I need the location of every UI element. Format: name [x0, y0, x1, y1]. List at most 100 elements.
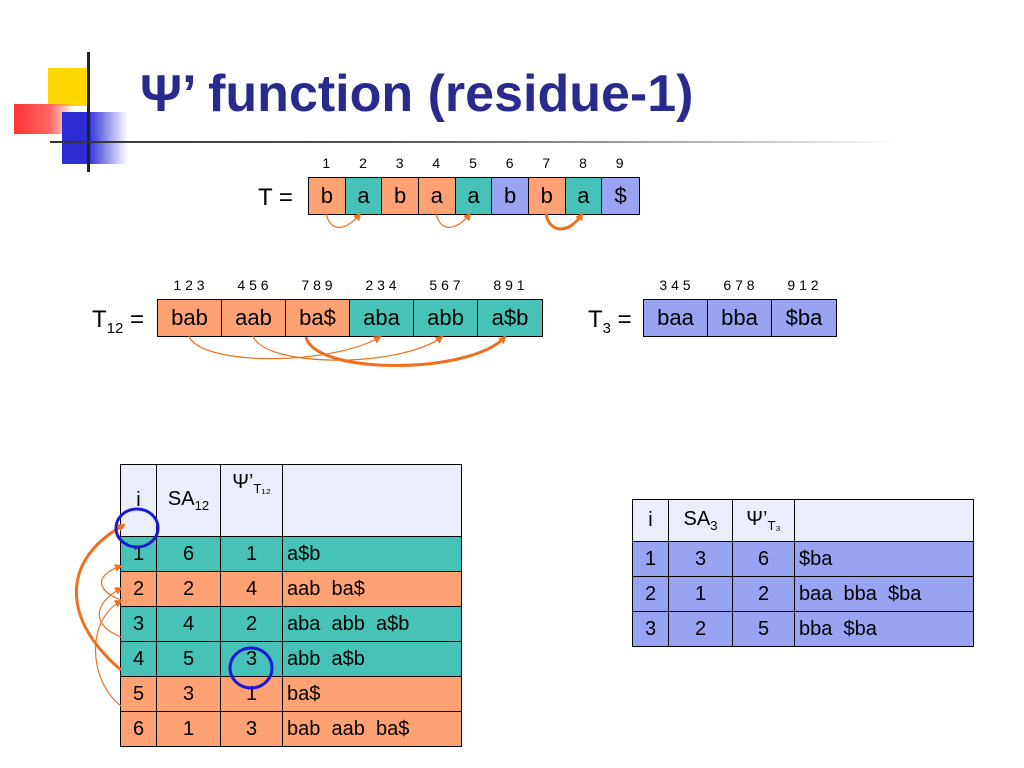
- index-label: 7: [542, 155, 551, 171]
- cell-psi: 5: [732, 611, 795, 647]
- t-cell: $: [602, 178, 639, 214]
- cell-i: 3: [632, 611, 669, 647]
- cell-text: bab aab ba$: [282, 711, 462, 747]
- cell-sa: 6: [156, 536, 221, 572]
- cell-sa: 2: [156, 571, 221, 607]
- cell-i: 5: [120, 676, 157, 712]
- cell-psi: 4: [220, 571, 283, 607]
- t-cell: a: [565, 178, 603, 214]
- title-underline: [50, 141, 900, 143]
- index-label: 8: [579, 155, 587, 171]
- t12-arrow-3: [304, 335, 507, 367]
- cell-text: ba$: [282, 676, 462, 712]
- index-label: 2: [359, 155, 367, 171]
- tbl-arrow-2: [94, 600, 123, 707]
- cell-psi: 3: [220, 641, 283, 677]
- index-label: 5: [469, 155, 477, 171]
- index-label: 5 6 7: [429, 277, 461, 293]
- cell-text: $ba: [794, 541, 974, 577]
- cell-text: aab ba$: [282, 571, 462, 607]
- cell-i: 2: [120, 571, 157, 607]
- t-cell: b: [309, 178, 346, 214]
- cell-sa: 4: [156, 606, 221, 642]
- index-label: 8 9 1: [493, 277, 525, 293]
- decor-blue-square: [62, 112, 128, 164]
- tbl-arrow-1: [75, 523, 126, 672]
- cell-sa: 2: [668, 611, 733, 647]
- cell-text: aba abb a$b: [282, 606, 462, 642]
- index-label: 1: [322, 155, 331, 171]
- t-cell: a: [345, 178, 383, 214]
- t3-label: T3 =: [588, 306, 632, 337]
- t-cell: b: [382, 178, 419, 214]
- t3-cell: baa: [644, 300, 708, 336]
- cell-sa: 1: [668, 576, 733, 612]
- t12-cell: a$b: [478, 300, 542, 336]
- t12-arrow-1: [188, 335, 382, 360]
- t-cell: b: [492, 178, 529, 214]
- t-arrow-2: [435, 212, 472, 229]
- t-cell: a: [455, 178, 493, 214]
- t-arrow-1: [325, 212, 362, 229]
- header-i: i: [120, 464, 157, 537]
- t12-cell: aba: [350, 300, 414, 336]
- cell-text: baa bba $ba: [794, 576, 974, 612]
- cell-psi: 2: [732, 576, 795, 612]
- t-arrow-3: [544, 212, 584, 231]
- cell-text: bba $ba: [794, 611, 974, 647]
- header-sa12: SA12: [156, 464, 221, 537]
- decor-yellow-square: [48, 68, 88, 106]
- t12-arrow-2: [252, 335, 444, 361]
- cell-i: 1: [120, 536, 157, 572]
- index-label: 1 2 3: [173, 277, 205, 293]
- cell-i: 3: [120, 606, 157, 642]
- index-label: 9 1 2: [787, 277, 819, 293]
- index-label: 3 4 5: [659, 277, 691, 293]
- index-label: 2 3 4: [365, 277, 397, 293]
- t-label: T =: [258, 184, 293, 211]
- index-label: 4 5 6: [237, 277, 269, 293]
- header-psi-t12: Ψ’T₁₂: [220, 464, 283, 537]
- t3-cell: $ba: [772, 300, 836, 336]
- cell-sa: 5: [156, 641, 221, 677]
- cell-sa: 3: [156, 676, 221, 712]
- cell-i: 2: [632, 576, 669, 612]
- cell-text: a$b: [282, 536, 462, 572]
- cell-sa: 3: [668, 541, 733, 577]
- t12-cell: aab: [222, 300, 286, 336]
- t-cell: a: [418, 178, 456, 214]
- cell-i: 4: [120, 641, 157, 677]
- cell-psi: 2: [220, 606, 283, 642]
- t12-cell: ba$: [286, 300, 350, 336]
- cell-psi: 6: [732, 541, 795, 577]
- header-psi-t3: Ψ’T₃: [732, 499, 795, 542]
- header-i: i: [632, 499, 669, 542]
- cell-i: 1: [632, 541, 669, 577]
- tbl-arrow-4: [98, 586, 123, 638]
- t3-cell: bba: [708, 300, 772, 336]
- tbl-arrow-3: [101, 564, 123, 601]
- cell-sa: 1: [156, 711, 221, 747]
- cell-psi: 1: [220, 676, 283, 712]
- decor-vertical-line: [87, 52, 90, 172]
- t-cell: b: [528, 178, 566, 214]
- header-suffix: [282, 464, 462, 537]
- header-suffix: [794, 499, 974, 542]
- cell-i: 6: [120, 711, 157, 747]
- cell-psi: 1: [220, 536, 283, 572]
- header-sa3: SA3: [668, 499, 733, 542]
- t12-cell: bab: [158, 300, 222, 336]
